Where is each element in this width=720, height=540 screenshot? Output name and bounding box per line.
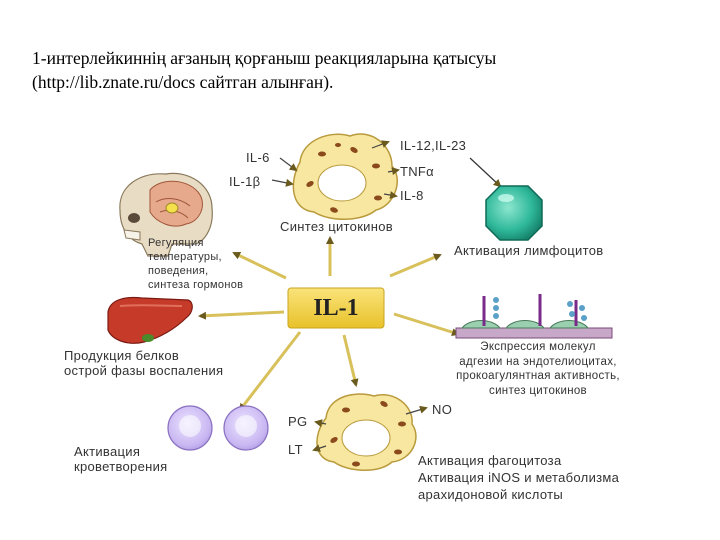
title-line-2: (http://lib.znate.ru/docs сайтган алынға… [32, 72, 334, 92]
il1-label: IL-1 [313, 294, 359, 321]
label-lt: LT [288, 442, 303, 457]
arrow-to-liver [198, 310, 285, 320]
brain-skull [119, 172, 213, 257]
label-tnfa: TNFα [400, 164, 434, 179]
bone-marrow-cells [167, 405, 269, 451]
label-il1b: IL-1β [229, 174, 261, 189]
arrow-to-brain [232, 251, 287, 280]
caption-macrophage: Активация фагоцитоза Активация iNOS и ме… [418, 453, 620, 502]
label-pg: PG [288, 414, 308, 429]
cytokine-producing-cell [271, 133, 400, 220]
diagram-title: 1-интерлейкиннің ағзаның қорғаныш реакци… [32, 46, 672, 94]
lymphocyte-cell [485, 185, 543, 241]
caption-lymphocyte-activation: Активация лимфоцитов [454, 243, 604, 258]
endothelium [455, 294, 613, 339]
caption-liver: Продукция белков острой фазы воспаления [64, 348, 224, 378]
arrow-to-endothelium [393, 312, 460, 337]
arrow-to-lymphocytes [389, 253, 442, 278]
label-il6: IL-6 [246, 150, 270, 165]
il1-box [287, 287, 385, 329]
label-il8: IL-8 [400, 188, 424, 203]
liver [107, 296, 193, 344]
macrophage-cell [312, 393, 428, 471]
caption-endothelium: Экспрессия молекул адгезии на эндотелиоц… [456, 341, 620, 397]
label-il12-il23: IL-12,IL-23 [400, 138, 467, 153]
caption-cytokine-synthesis: Синтез цитокинов [280, 219, 393, 234]
label-no: NO [432, 402, 453, 417]
arrow-to-macrophage [342, 334, 359, 387]
arrow-to-lymphocyte-cell [469, 157, 502, 188]
arrow-to-bone-marrow [238, 331, 302, 412]
caption-brain: Регуляция температуры, поведения, синтез… [148, 237, 244, 291]
title-line-1: 1-интерлейкиннің ағзаның қорғаныш реакци… [32, 48, 497, 68]
effect-arrows [198, 236, 460, 412]
caption-bone-marrow: Активация кроветворения [74, 444, 168, 474]
